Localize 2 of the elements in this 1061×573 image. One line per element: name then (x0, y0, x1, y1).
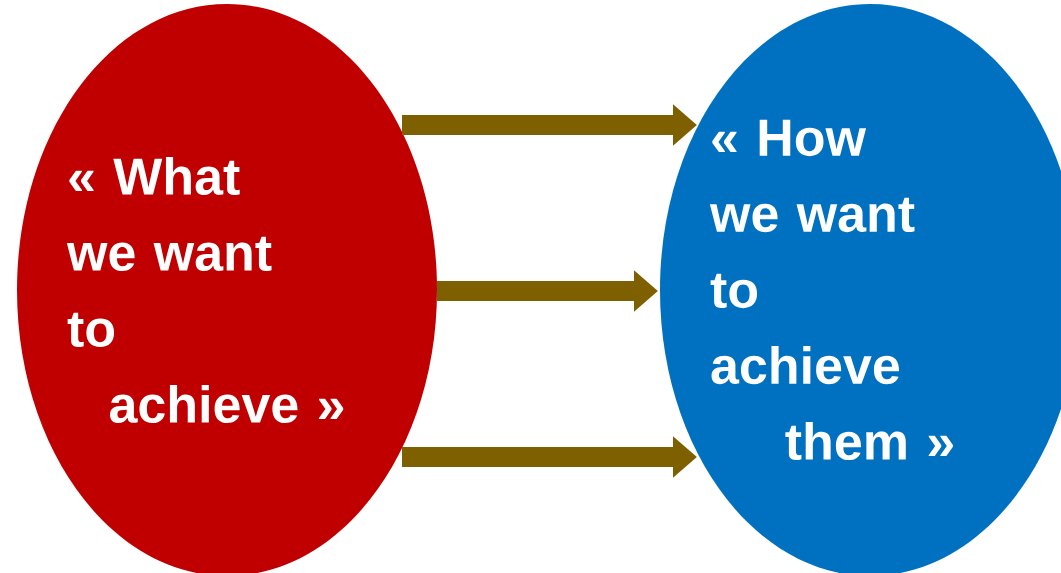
node-text: « How we want to achieve them » (709, 119, 953, 461)
node-text: « What we want to achieve » (66, 156, 344, 424)
